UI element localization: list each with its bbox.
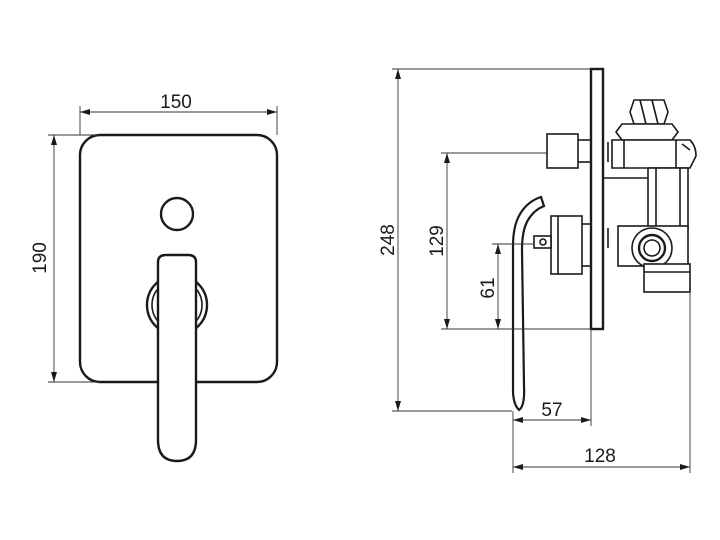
lever-side-profile: [511, 195, 546, 412]
lever-pivot-height-dimension: 61: [478, 243, 534, 329]
height-dim-label: 190: [30, 242, 51, 274]
lever-depth-dim-label: 57: [541, 400, 562, 421]
total-height-dimension: 248: [378, 68, 591, 412]
total-depth-dimension: 128: [512, 292, 691, 473]
height-dimension: 190: [30, 134, 100, 383]
outlet-height-dimension: 129: [427, 152, 591, 330]
valve-body: [603, 99, 697, 293]
total-depth-dim-label: 128: [584, 446, 616, 467]
lever-pivot-height-dim-label: 61: [478, 277, 499, 298]
outlet-stub: [546, 133, 579, 169]
outlet-height-dim-label: 129: [427, 225, 448, 257]
total-height-dim-label: 248: [378, 224, 399, 256]
lever-depth-dimension: 57: [513, 329, 592, 426]
lever-body: [550, 215, 583, 275]
pivot-pin: [533, 235, 552, 249]
side-view: 248 129 61 57: [378, 67, 697, 473]
width-dim-label: 150: [160, 92, 192, 113]
lever-handle: [156, 253, 198, 463]
front-view: 150 190: [30, 92, 279, 463]
diverter-button: [159, 196, 195, 232]
width-dimension: 150: [79, 92, 278, 135]
wall-plate: [589, 67, 605, 331]
